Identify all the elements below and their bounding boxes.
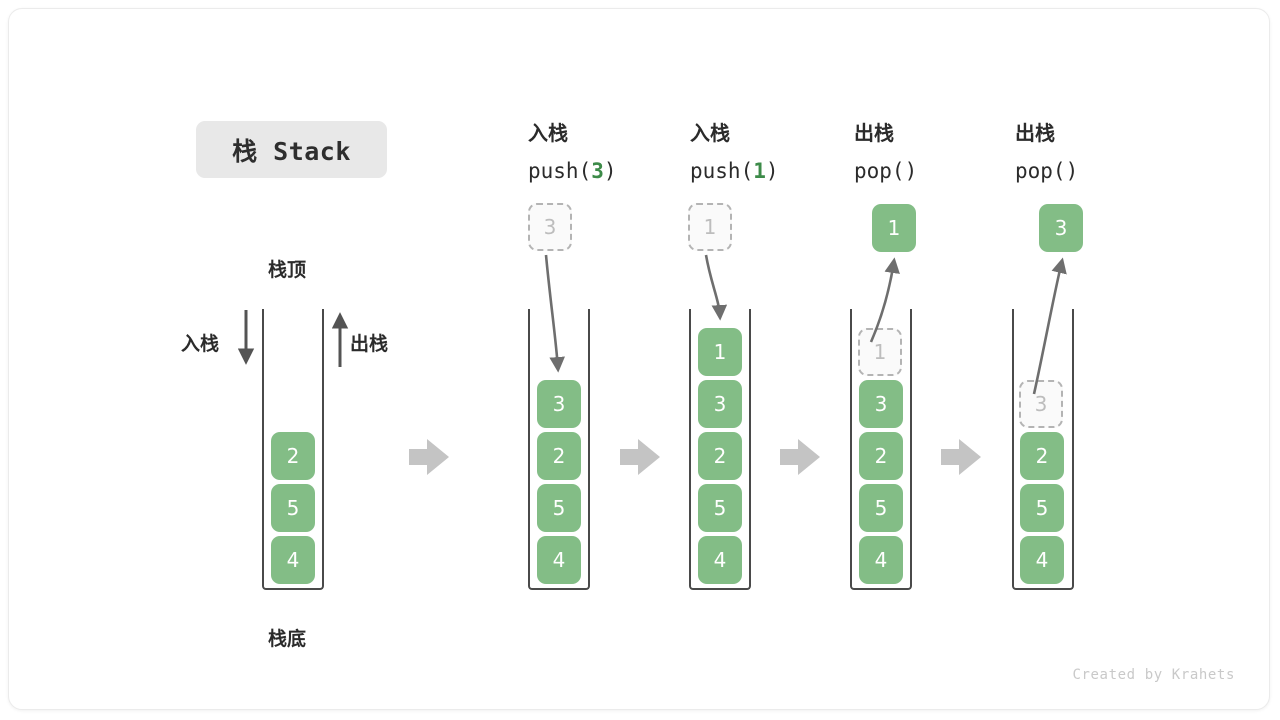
step-op-cn: 出栈 xyxy=(1015,121,1055,145)
step-op-code-prefix: push( xyxy=(690,159,754,183)
step-arrow-2 xyxy=(620,439,660,475)
step-op-cn: 入栈 xyxy=(528,121,568,145)
watermark: Created by Krahets xyxy=(1072,667,1235,683)
stack-cell: 5 xyxy=(698,484,742,532)
stack-cell: 4 xyxy=(859,536,903,584)
stack-top-label: 栈顶 xyxy=(268,259,307,281)
step-op-code-prefix: pop( xyxy=(854,159,905,183)
diagram-title: 栈 Stack xyxy=(196,121,387,178)
stack-cell: 3 xyxy=(698,380,742,428)
step-label-push-1: 入栈 push(1) xyxy=(690,114,779,190)
stack-pop-label: 出栈 xyxy=(350,333,389,355)
popped-value-box: 1 xyxy=(872,204,916,252)
step-op-code-prefix: pop( xyxy=(1015,159,1066,183)
incoming-value-box: 3 xyxy=(528,203,572,251)
stack-cell: 4 xyxy=(698,536,742,584)
step-op-code-suffix: ) xyxy=(1065,159,1079,183)
diagram-card: 栈 Stack 栈顶 栈底 入栈 出栈 2 5 4 入栈 push(3) 3 3… xyxy=(8,8,1270,710)
stack-container-pop-1 xyxy=(850,309,912,590)
stack-cell: 2 xyxy=(537,432,581,480)
step-arrow-3 xyxy=(780,439,820,475)
step-op-cn: 出栈 xyxy=(854,121,894,145)
stack-cell: 4 xyxy=(537,536,581,584)
stack-cell: 2 xyxy=(859,432,903,480)
stack-cell: 4 xyxy=(271,536,315,584)
stack-cell: 1 xyxy=(698,328,742,376)
step-arrow-1 xyxy=(409,439,449,475)
stack-container-initial xyxy=(262,309,324,590)
stack-push-label: 入栈 xyxy=(181,333,220,355)
stack-cell: 2 xyxy=(1020,432,1064,480)
stack-cell: 5 xyxy=(537,484,581,532)
step-op-code-suffix: ) xyxy=(765,159,779,183)
stack-cell: 3 xyxy=(537,380,581,428)
stack-bottom-label: 栈底 xyxy=(268,628,307,650)
push-1-flow-arrow xyxy=(704,254,728,321)
stack-container-pop-3 xyxy=(1012,309,1074,590)
stack-cell: 2 xyxy=(698,432,742,480)
stack-cell: 3 xyxy=(859,380,903,428)
step-label-pop-3: 出栈 pop() xyxy=(1015,114,1078,190)
step-op-code-arg: 3 xyxy=(591,159,604,183)
step-arrow-4 xyxy=(941,439,981,475)
step-op-code-suffix: ) xyxy=(904,159,918,183)
stack-container-push-1 xyxy=(689,309,751,590)
stack-cell: 2 xyxy=(271,432,315,480)
step-op-code-suffix: ) xyxy=(603,159,617,183)
stack-container-push-3 xyxy=(528,309,590,590)
step-op-code-prefix: push( xyxy=(528,159,592,183)
stack-cell: 4 xyxy=(1020,536,1064,584)
stack-cell: 5 xyxy=(271,484,315,532)
incoming-value-box: 1 xyxy=(688,203,732,251)
step-label-push-3: 入栈 push(3) xyxy=(528,114,617,190)
popped-value-box: 3 xyxy=(1039,204,1083,252)
stack-cell: 5 xyxy=(859,484,903,532)
stack-cell: 5 xyxy=(1020,484,1064,532)
step-op-cn: 入栈 xyxy=(690,121,730,145)
arrows-overlay xyxy=(237,254,1067,475)
step-op-code-arg: 1 xyxy=(753,159,766,183)
stack-cell-removed: 1 xyxy=(858,328,902,376)
stack-cell-removed: 3 xyxy=(1019,380,1063,428)
step-label-pop-1: 出栈 pop() xyxy=(854,114,917,190)
